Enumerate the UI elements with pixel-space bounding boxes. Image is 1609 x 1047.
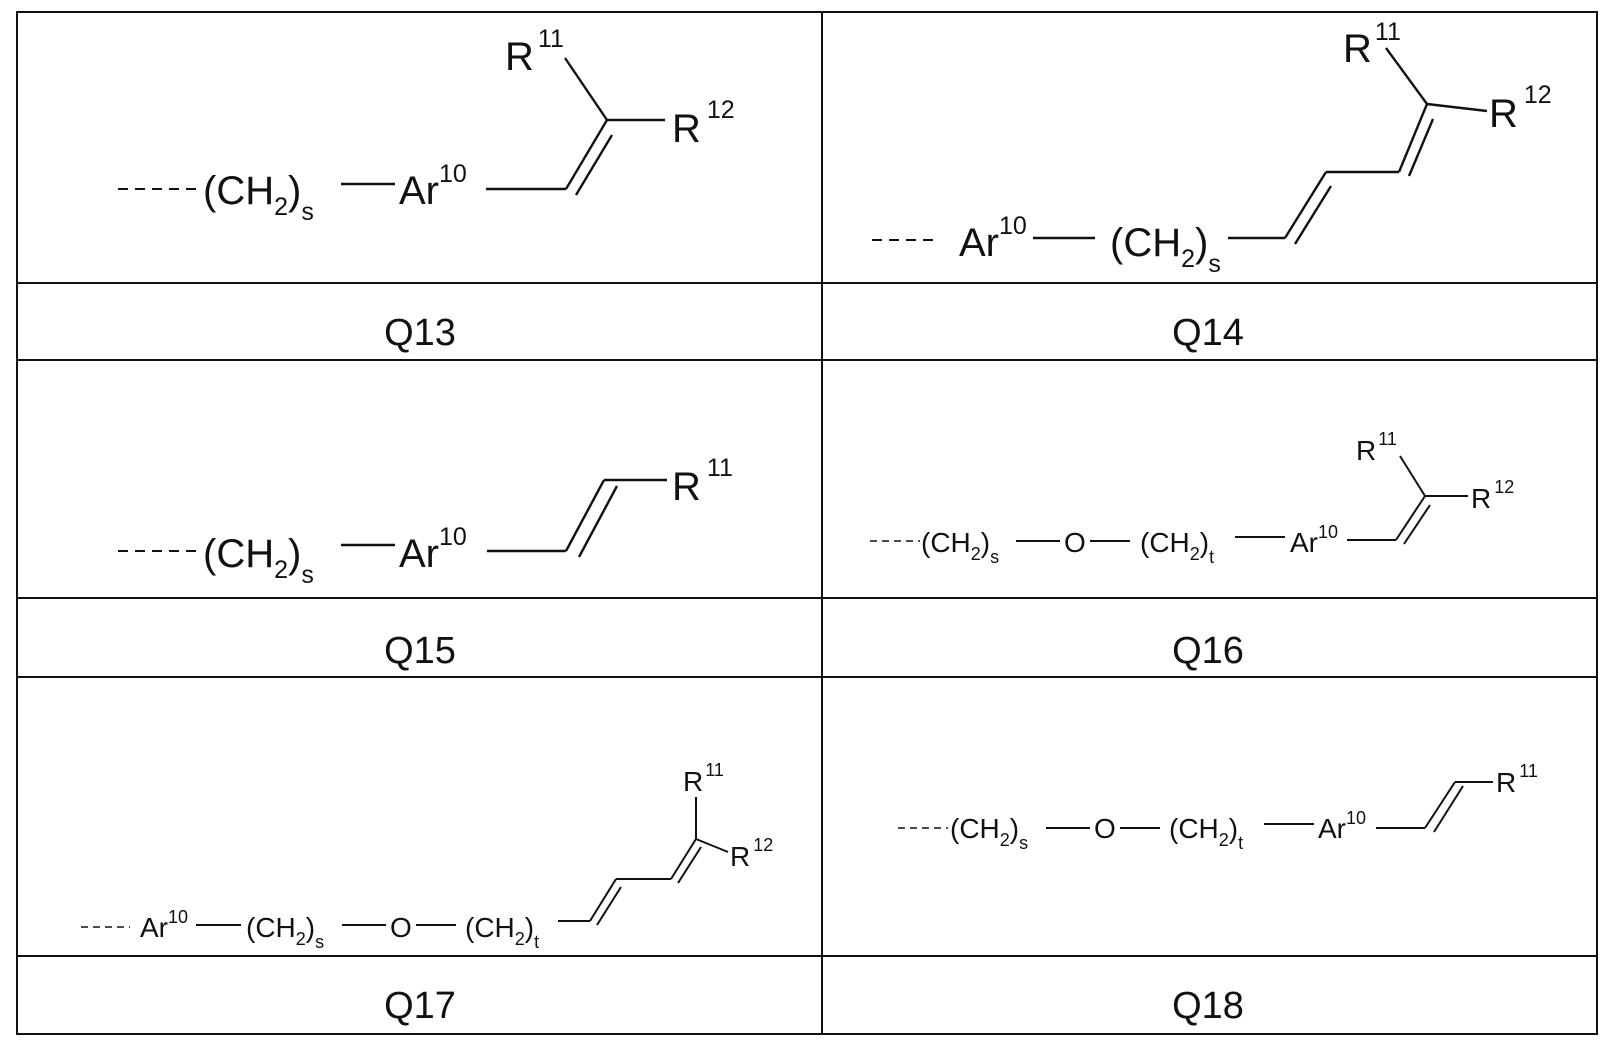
ar10-group: Ar10 (399, 160, 467, 213)
double-bond-line (1404, 505, 1430, 544)
double-bond-line (597, 887, 621, 925)
ar10-group: Ar10 (399, 523, 467, 576)
ch2-group-s: (CH2)s (246, 912, 324, 952)
bond (696, 839, 728, 852)
r12-group: R12 (1489, 81, 1552, 136)
r11-group: R11 (1356, 429, 1397, 466)
r12-group: R12 (1471, 477, 1514, 514)
ch2-group-t: (CH2)t (1169, 813, 1243, 853)
bond (1400, 456, 1425, 496)
r11-group: R11 (683, 760, 724, 797)
ch2-group-s: (CH2)s (950, 813, 1028, 853)
bond (1427, 104, 1487, 111)
ch2-group-t: (CH2)t (465, 912, 539, 952)
double-bond-line (678, 847, 701, 883)
label-q16: Q16 (1172, 630, 1244, 672)
ar10-group: Ar10 (140, 907, 188, 943)
ch2-group: (CH2)s (203, 169, 314, 226)
label-q18: Q18 (1172, 985, 1244, 1027)
triple-bond-line (579, 486, 617, 557)
ch2-group-s: (CH2)s (921, 527, 999, 567)
structure-q17: Ar10 (CH2)s O (CH2)t R11 R12 (81, 760, 773, 952)
r11-group: R11 (672, 454, 733, 509)
bond (1386, 48, 1427, 104)
r11-group: R11 (1496, 761, 1538, 798)
ch2-group: (CH2)s (203, 532, 314, 589)
bond (565, 58, 607, 120)
structure-q13: (CH2)s Ar10 R11 R12 (118, 25, 735, 226)
label-q13: Q13 (384, 312, 456, 354)
label-q15: Q15 (384, 630, 456, 672)
bond (1399, 104, 1427, 172)
oxygen-atom: O (390, 912, 412, 943)
r12-group: R12 (672, 96, 735, 151)
triple-bond-line (566, 480, 604, 551)
oxygen-atom: O (1064, 527, 1086, 558)
table-grid (17, 12, 1597, 1034)
r12-group: R12 (730, 835, 773, 872)
label-q17: Q17 (384, 985, 456, 1027)
label-q14: Q14 (1172, 312, 1244, 354)
table-border (17, 12, 1597, 1034)
structure-q15: (CH2)s Ar10 R11 (118, 454, 733, 589)
r11-group: R11 (505, 25, 564, 79)
oxygen-atom: O (1094, 813, 1116, 844)
ar10-group: Ar10 (1290, 522, 1338, 558)
ar10-group: Ar10 (959, 212, 1027, 265)
structure-q16: (CH2)s O (CH2)t Ar10 R11 R12 (870, 429, 1514, 567)
structure-q18: (CH2)s O (CH2)t Ar10 R11 (898, 761, 1538, 853)
ch2-group-t: (CH2)t (1140, 527, 1214, 567)
structure-q14: Ar10 (CH2)s R11 R12 (872, 18, 1552, 278)
r11-group: R11 (1343, 18, 1401, 71)
ar10-group: Ar10 (1318, 808, 1366, 844)
ch2-group: (CH2)s (1110, 221, 1221, 278)
double-bond-line (1409, 119, 1433, 176)
